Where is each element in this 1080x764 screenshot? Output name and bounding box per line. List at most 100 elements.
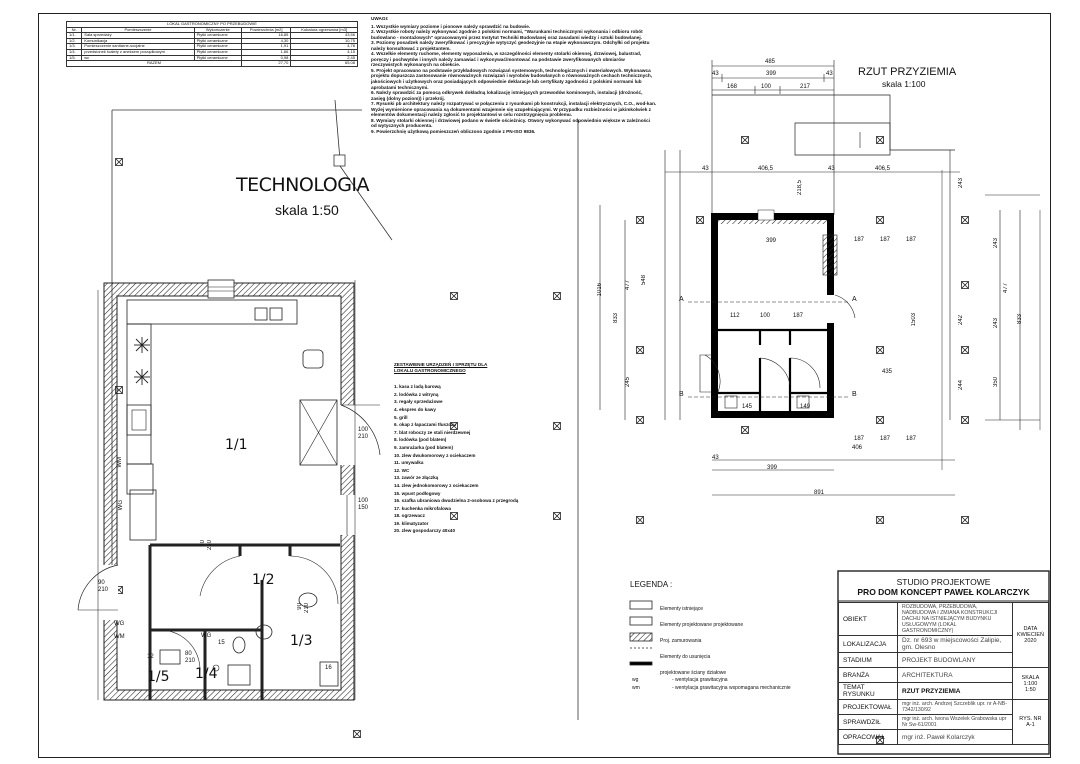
legend-item: Elementy istniejące	[660, 606, 704, 612]
title-block-side-text: SKALA	[1021, 674, 1040, 681]
dim-100-inner: 100	[760, 313, 771, 319]
dim-100: 100	[761, 84, 772, 90]
equipment-list: ZESTAWIENIE URZĄDZEŃ I SPRZĘTU DLA LOKAL…	[394, 362, 564, 535]
dim-145: 145	[742, 404, 753, 410]
equipment-item: 18. ogrzewacz	[394, 513, 425, 519]
dim-door-w-5: 80	[185, 651, 192, 657]
dim-168: 168	[727, 84, 738, 90]
drawing-sheet-frame	[38, 13, 1051, 758]
title-block-label: STADIUM	[838, 652, 898, 668]
technology-floor-plan	[77, 279, 381, 701]
equipment-item: 15. wpust podłogowy	[394, 490, 441, 496]
company-name: PRO DOM KONCEPT PAWEŁ KOLARCZYK	[857, 587, 1030, 597]
dim-891: 891	[814, 490, 825, 496]
equipment-number-15: 15	[218, 640, 225, 646]
dim-833-right: 833	[1017, 314, 1023, 325]
legend-vent-code: wg	[632, 677, 639, 683]
equipment-item: 6. okap z łapaczami tłuszczu	[394, 422, 457, 428]
note-item: 1. Wszystkie wymiary poziome i pionowe n…	[371, 23, 531, 29]
room-label-1-4: 1/4	[195, 666, 218, 682]
equipment-item: 2. lodówka z witryną	[394, 391, 439, 397]
dim-243-a: 243	[958, 178, 964, 189]
vent-label-wm: WM	[117, 457, 123, 468]
title-block-side-text: 1:100	[1023, 680, 1038, 687]
dim-548: 548	[641, 275, 647, 286]
dim-187-c: 187	[906, 237, 917, 243]
dim-217: 217	[800, 84, 811, 90]
dim-window-h: 150	[358, 505, 369, 511]
title-block-value: mgr inż. arch. Andrzej Szczeblik upr. nr…	[897, 699, 1013, 715]
legend-symbols	[629, 600, 653, 666]
vent-label-wm-2: WM	[114, 634, 125, 640]
legend-item: Elementy projektowane projektowane	[660, 622, 744, 628]
dim-187-inner: 187	[793, 313, 804, 319]
equipment-item: 10. zlew dwukomorowy z ociekaczem	[394, 452, 476, 458]
equipment-item: 5. grill	[394, 414, 408, 420]
note-item: 3. Poziomy posadzek należy zweryfikować …	[371, 40, 650, 51]
equipment-item: 4. ekspres do kawy	[394, 406, 436, 412]
title-block-header: STUDIO PROJEKTOWE PRO DOM KONCEPT PAWEŁ …	[838, 577, 1049, 597]
notes-block: UWAGI: 1. Wszystkie wymiary poziome i pi…	[371, 16, 657, 134]
note-item: 7. Rysunki pb architektury należy rozpat…	[371, 101, 657, 118]
dim-door-w-4: 90	[297, 603, 303, 610]
dim-187-e: 187	[880, 436, 891, 442]
title-block-side-text: 1:50	[1025, 686, 1036, 693]
dim-1016: 1016	[597, 283, 603, 297]
dim-187-a: 187	[854, 237, 865, 243]
dim-43-d: 43	[828, 166, 835, 172]
note-item: 5. Projekt opracowano na podstawie przyk…	[371, 67, 653, 90]
legend-item: Proj. zamurowania	[660, 638, 702, 644]
title-block-value: mgr inż. Paweł Kolarczyk	[897, 729, 1013, 745]
title-block-label: BRANŻA	[838, 667, 898, 683]
dim-187-f: 187	[906, 436, 917, 442]
equipment-item: 1. kasa z ladą barową	[394, 384, 441, 390]
equipment-item: 3. regały sprzedażowe	[394, 399, 443, 405]
equipment-number-16: 16	[325, 665, 332, 671]
title-block-label: OBIEKT	[838, 602, 898, 636]
dim-149: 149	[800, 404, 811, 410]
equipment-item: 11. umywalka	[394, 460, 424, 466]
section-mark-a-right: A	[852, 296, 857, 303]
room-label-1-2: 1/2	[252, 572, 275, 588]
equipment-item: 14. zlew jednokomorowy z ociekaczem	[394, 482, 479, 488]
plan-title: RZUT PRZYZIEMIA	[858, 66, 957, 78]
dim-door-h-5: 210	[185, 658, 196, 664]
dim-399-bottom: 399	[767, 465, 778, 471]
title-block-side-text: KWIECIEŃ 2020	[1016, 632, 1044, 644]
equipment-item: 16. szafka ubraniowa dwudzielna 2-osobow…	[394, 498, 519, 504]
dim-43-e: 43	[712, 455, 719, 461]
equipment-item: 9. zamrażarka (pod blatem)	[394, 444, 453, 450]
title-block-value: mgr inż. arch. Iwona Wszelek Grabowska u…	[897, 714, 1013, 730]
title-block-side-text: RYS. NR	[1019, 716, 1042, 722]
legend-vent-text: - wentylacja grawitacyjna wspomagana mec…	[672, 685, 791, 691]
vent-label-wg-3: WG	[114, 621, 125, 627]
dim-door-h-2: 210	[207, 540, 213, 551]
room-label-1-1: 1/1	[225, 437, 248, 453]
legend-vent-row: wg- wentylacja grawitacyjna	[632, 676, 812, 684]
dim-43-c: 43	[702, 166, 709, 172]
dim-218-5: 218,5	[797, 180, 803, 196]
dim-406-5-a: 406,5	[758, 166, 774, 172]
dim-243-b: 243	[993, 238, 999, 249]
section-mark-b-left: B	[679, 391, 684, 398]
area-total-area: 27,70	[240, 60, 292, 67]
legend-vent-code: wm	[632, 685, 640, 691]
dim-244: 244	[958, 380, 964, 391]
ground-floor-plan	[599, 60, 1041, 496]
dim-door-h-4: 210	[304, 603, 310, 614]
section-mark-b-right: B	[852, 391, 857, 398]
legend-item: projektowane ściany działowe	[660, 670, 727, 676]
title-block-label: LOKALIZACJA	[838, 635, 898, 653]
dim-43-b: 43	[826, 71, 833, 77]
vent-label-wg-2: WG	[201, 633, 212, 639]
title-block-label: PROJEKTOWAŁ	[838, 699, 898, 715]
dim-242: 242	[958, 315, 964, 326]
